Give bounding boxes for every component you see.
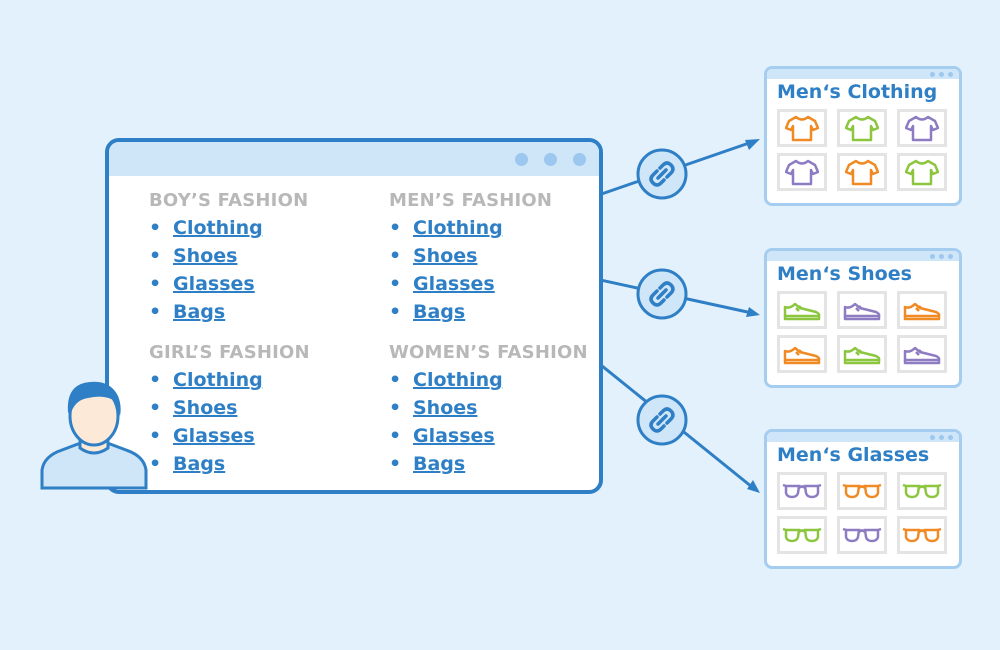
tshirt-icon	[785, 159, 819, 186]
list-item: •Glasses	[149, 273, 255, 295]
tshirt-icon	[845, 115, 879, 142]
sneaker-icon	[783, 302, 821, 321]
sneaker-icon	[783, 346, 821, 365]
link-womens-shoes[interactable]: Shoes	[413, 397, 478, 419]
category-girls-fashion: GIRL’S FASHION •Clothing •Shoes •Glasses…	[149, 340, 379, 478]
link-womens-clothing[interactable]: Clothing	[413, 369, 503, 391]
product-cell[interactable]	[837, 516, 887, 554]
list-item: •Bags	[149, 301, 226, 323]
glasses-icon	[842, 527, 882, 543]
product-cell[interactable]	[897, 472, 947, 510]
link-mens-shoes[interactable]: Shoes	[413, 245, 478, 267]
page-title: Men‘s Clothing	[777, 81, 938, 103]
page-title: Men‘s Glasses	[777, 444, 930, 466]
window-titlebar	[767, 69, 959, 79]
product-cell[interactable]	[897, 153, 947, 191]
arrow-head-icon	[745, 139, 760, 150]
link-boys-shoes[interactable]: Shoes	[173, 245, 238, 267]
list-item: •Glasses	[389, 273, 495, 295]
product-cell[interactable]	[777, 335, 827, 373]
sneaker-icon	[843, 346, 881, 365]
link-mens-glasses[interactable]: Glasses	[413, 273, 495, 295]
tshirt-icon	[905, 115, 939, 142]
product-cell[interactable]	[897, 109, 947, 147]
link-girls-clothing[interactable]: Clothing	[173, 369, 263, 391]
product-cell[interactable]	[777, 153, 827, 191]
product-cell[interactable]	[837, 109, 887, 147]
window-dot-icon	[573, 153, 586, 166]
glasses-icon	[902, 483, 942, 499]
category-womens-fashion: WOMEN’S FASHION •Clothing •Shoes •Glasse…	[389, 340, 599, 478]
fashion-site-window: BOY’S FASHION •Clothing •Shoes •Glasses …	[105, 138, 603, 494]
window-dot-icon	[544, 153, 557, 166]
page-title: Men‘s Shoes	[777, 263, 912, 285]
link-womens-glasses[interactable]: Glasses	[413, 425, 495, 447]
product-cell[interactable]	[897, 291, 947, 329]
arrow-head-icon	[747, 480, 760, 493]
list-item: •Bags	[149, 453, 226, 475]
link-mens-clothing[interactable]: Clothing	[413, 217, 503, 239]
list-item: •Shoes	[149, 245, 238, 267]
list-item: •Clothing	[389, 369, 503, 391]
list-item: •Glasses	[389, 425, 495, 447]
list-item: •Shoes	[149, 397, 238, 419]
category-mens-fashion: MEN’S FASHION •Clothing •Shoes •Glasses …	[389, 188, 599, 326]
window-titlebar	[109, 142, 599, 176]
product-cell[interactable]	[777, 291, 827, 329]
link-mens-bags[interactable]: Bags	[413, 301, 466, 323]
tshirt-icon	[785, 115, 819, 142]
list-item: •Glasses	[149, 425, 255, 447]
link-girls-glasses[interactable]: Glasses	[173, 425, 255, 447]
glasses-icon	[782, 483, 822, 499]
list-item: •Clothing	[149, 217, 263, 239]
link-girls-shoes[interactable]: Shoes	[173, 397, 238, 419]
category-title: BOY’S FASHION	[149, 190, 309, 211]
link-chain-icon	[636, 394, 688, 446]
product-cell[interactable]	[897, 335, 947, 373]
product-cell[interactable]	[777, 109, 827, 147]
glasses-icon	[902, 527, 942, 543]
sneaker-icon	[843, 302, 881, 321]
product-cell[interactable]	[837, 291, 887, 329]
product-cell[interactable]	[777, 516, 827, 554]
tshirt-icon	[845, 159, 879, 186]
link-boys-clothing[interactable]: Clothing	[173, 217, 263, 239]
link-chain-icon	[636, 148, 688, 200]
product-cell[interactable]	[837, 335, 887, 373]
product-cell[interactable]	[837, 472, 887, 510]
user-avatar-icon	[40, 381, 148, 490]
list-item: •Shoes	[389, 245, 478, 267]
mens-shoes-page: Men‘s Shoes	[764, 248, 962, 388]
window-dot-icon	[515, 153, 528, 166]
mens-clothing-page: Men‘s Clothing	[764, 66, 962, 206]
link-boys-glasses[interactable]: Glasses	[173, 273, 255, 295]
category-boys-fashion: BOY’S FASHION •Clothing •Shoes •Glasses …	[149, 188, 379, 326]
glasses-icon	[782, 527, 822, 543]
list-item: •Bags	[389, 301, 466, 323]
sneaker-icon	[903, 302, 941, 321]
tshirt-icon	[905, 159, 939, 186]
sneaker-icon	[903, 346, 941, 365]
window-titlebar	[767, 251, 959, 261]
window-titlebar	[767, 432, 959, 442]
list-item: •Clothing	[389, 217, 503, 239]
list-item: •Shoes	[389, 397, 478, 419]
link-girls-bags[interactable]: Bags	[173, 453, 226, 475]
list-item: •Bags	[389, 453, 466, 475]
mens-glasses-page: Men‘s Glasses	[764, 429, 962, 569]
product-cell[interactable]	[837, 153, 887, 191]
category-title: WOMEN’S FASHION	[389, 342, 588, 363]
category-title: GIRL’S FASHION	[149, 342, 310, 363]
arrow-head-icon	[746, 307, 760, 317]
glasses-icon	[842, 483, 882, 499]
link-boys-bags[interactable]: Bags	[173, 301, 226, 323]
category-title: MEN’S FASHION	[389, 190, 553, 211]
link-womens-bags[interactable]: Bags	[413, 453, 466, 475]
list-item: •Clothing	[149, 369, 263, 391]
product-cell[interactable]	[897, 516, 947, 554]
link-chain-icon	[636, 268, 688, 320]
product-cell[interactable]	[777, 472, 827, 510]
